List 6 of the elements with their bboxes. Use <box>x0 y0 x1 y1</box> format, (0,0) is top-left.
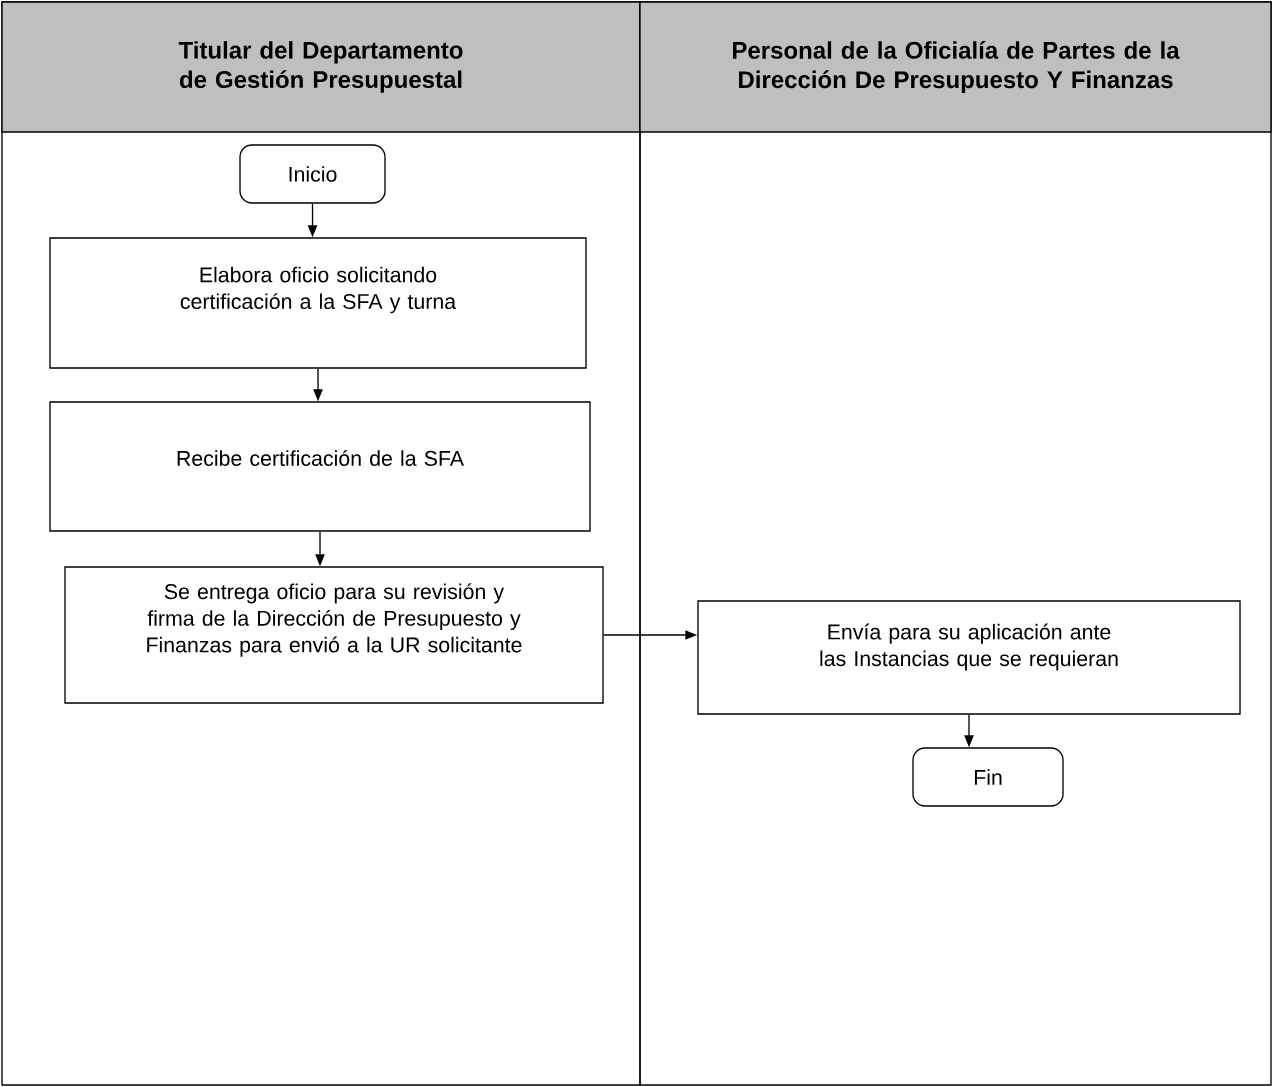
process-box: Elabora oficio solicitando certificación a la SFA y turna <box>49 237 587 369</box>
process-box: Se entrega oficio para su revisión y firma de la Dirección de Presupuesto y Finanzas para envió a la UR solicitante <box>64 566 604 704</box>
terminal-box: Fin <box>912 747 1064 807</box>
terminal-box: Inicio <box>239 144 386 204</box>
process-box: Envía para su aplicación ante las Instancias que se requieran <box>697 600 1241 715</box>
process-box: Recibe certificación de la SFA <box>49 401 591 532</box>
